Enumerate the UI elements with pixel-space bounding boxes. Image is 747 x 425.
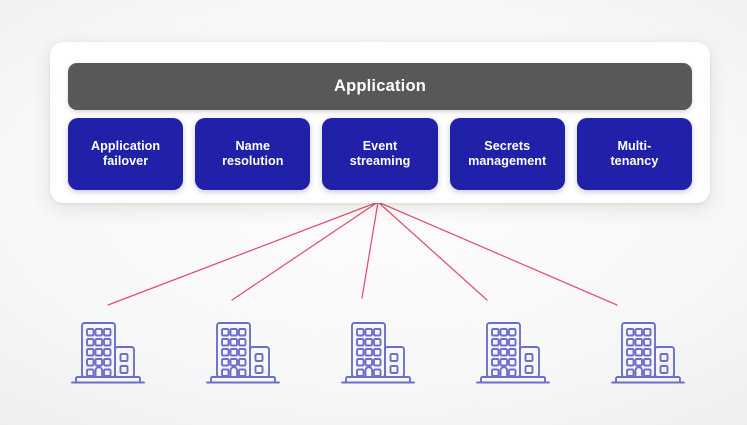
connector-line-tenant-2 xyxy=(231,201,379,301)
capability-box-application-failover[interactable]: Application failover xyxy=(68,118,184,190)
capability-label-application-failover: Application failover xyxy=(91,138,161,168)
tenant-building-4[interactable] xyxy=(469,310,561,392)
capability-label-multi-tenancy: Multi- tenancy xyxy=(610,138,659,168)
platform-card: Application Application failover Name re… xyxy=(50,42,710,203)
connector-line-tenant-5 xyxy=(377,201,618,306)
application-header-bar: Application xyxy=(68,63,692,110)
office-building-icon xyxy=(71,322,145,384)
capability-box-event-streaming[interactable]: Event streaming xyxy=(322,118,438,190)
office-building-icon xyxy=(611,322,685,384)
tenant-building-5[interactable] xyxy=(604,310,696,392)
connector-line-tenant-3 xyxy=(361,201,379,299)
connector-line-tenant-1 xyxy=(107,201,379,306)
application-header-label: Application xyxy=(333,77,427,95)
tenant-building-3[interactable] xyxy=(334,310,426,392)
capability-box-name-resolution[interactable]: Name resolution xyxy=(195,118,311,190)
capability-label-secrets-management: Secrets management xyxy=(468,138,547,168)
office-building-icon xyxy=(206,322,280,384)
capability-row: Application failover Name resolution Eve… xyxy=(68,118,693,190)
connector-line-tenant-4 xyxy=(377,201,488,301)
capability-box-secrets-management[interactable]: Secrets management xyxy=(449,118,565,190)
capability-label-event-streaming: Event streaming xyxy=(349,138,411,168)
tenant-buildings-row xyxy=(50,308,710,392)
tenant-building-2[interactable] xyxy=(199,310,291,392)
office-building-icon xyxy=(341,322,415,384)
tenant-building-1[interactable] xyxy=(64,310,156,392)
capability-box-multi-tenancy[interactable]: Multi- tenancy xyxy=(576,118,693,190)
capability-label-name-resolution: Name resolution xyxy=(222,138,284,168)
office-building-icon xyxy=(476,322,550,384)
